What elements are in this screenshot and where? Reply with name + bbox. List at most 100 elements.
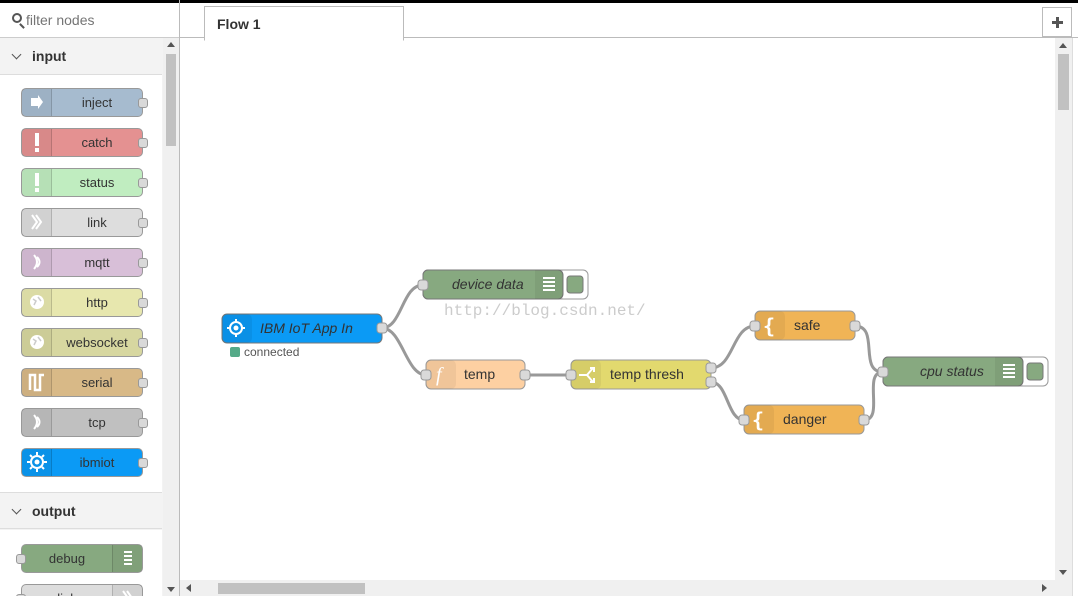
debug-toggle-button[interactable] bbox=[1026, 362, 1044, 381]
palette-node-label: catch bbox=[81, 135, 113, 150]
palette-node-websocket[interactable]: websocket bbox=[21, 328, 148, 357]
output-port[interactable] bbox=[138, 338, 148, 348]
palette-search bbox=[0, 0, 179, 38]
output-port[interactable] bbox=[138, 218, 148, 228]
wire-ibm-temp[interactable] bbox=[381, 326, 427, 377]
bridge-icon bbox=[22, 409, 52, 436]
chevron-down-icon bbox=[11, 504, 22, 515]
output-port[interactable] bbox=[849, 320, 861, 332]
input-port[interactable] bbox=[749, 320, 761, 332]
node-status: connected bbox=[244, 345, 299, 359]
canvas-horizontal-scrollbar[interactable] bbox=[180, 580, 1055, 596]
output-port[interactable] bbox=[376, 322, 388, 334]
scrollbar-thumb[interactable] bbox=[218, 583, 365, 594]
input-port[interactable] bbox=[420, 369, 432, 381]
scroll-up-arrow-icon[interactable] bbox=[167, 42, 175, 47]
palette-node-label: mqtt bbox=[84, 255, 110, 270]
globe-icon bbox=[22, 289, 52, 316]
wire-thresh-danger[interactable] bbox=[710, 380, 745, 422]
scroll-up-arrow-icon[interactable] bbox=[1059, 43, 1067, 48]
output-port[interactable] bbox=[519, 369, 531, 381]
canvas-vertical-scrollbar[interactable] bbox=[1055, 38, 1072, 580]
flow-node-ibm-iot-app-in[interactable]: IBM IoT App In connected bbox=[221, 313, 388, 359]
output-port[interactable] bbox=[858, 414, 870, 426]
palette-node-link-in[interactable]: link bbox=[21, 208, 148, 237]
palette-node-status[interactable]: status bbox=[21, 168, 148, 197]
category-header-input[interactable]: input bbox=[0, 38, 162, 75]
palette-node-ibmiot[interactable]: ibmiot bbox=[21, 448, 148, 477]
alert-icon bbox=[22, 129, 52, 156]
palette-node-label: ibmiot bbox=[79, 455, 115, 470]
scrollbar-thumb[interactable] bbox=[166, 54, 176, 146]
output-port[interactable] bbox=[138, 418, 148, 428]
flow-canvas[interactable]: http://blog.csdn.net/ IBM bbox=[180, 38, 1055, 580]
flow-node-temp[interactable]: f temp bbox=[420, 359, 531, 390]
wire-ibm-devdata[interactable] bbox=[381, 283, 424, 330]
output-port[interactable] bbox=[138, 258, 148, 268]
palette-node-serial[interactable]: serial bbox=[21, 368, 148, 397]
scrollbar-thumb[interactable] bbox=[1058, 54, 1069, 110]
flow-node-cpu-status[interactable]: cpu status bbox=[877, 356, 1049, 387]
link-icon bbox=[112, 585, 142, 596]
debug-toggle-button[interactable] bbox=[566, 275, 584, 294]
watermark: http://blog.csdn.net/ bbox=[444, 302, 646, 320]
function-icon bbox=[426, 360, 456, 389]
scroll-left-arrow-icon[interactable] bbox=[186, 584, 191, 592]
globe-icon bbox=[22, 329, 52, 356]
scroll-down-arrow-icon[interactable] bbox=[167, 587, 175, 592]
input-port[interactable] bbox=[738, 414, 750, 426]
palette-node-mqtt[interactable]: mqtt bbox=[21, 248, 148, 277]
output-port[interactable] bbox=[138, 98, 148, 108]
palette-node-label: inject bbox=[81, 95, 113, 110]
wire-danger-cpu[interactable] bbox=[863, 370, 884, 422]
node-label: danger bbox=[783, 411, 827, 427]
tab-label: Flow 1 bbox=[217, 16, 261, 32]
wire-thresh-safe[interactable] bbox=[710, 324, 756, 370]
node-label: temp bbox=[464, 366, 495, 382]
chip-icon bbox=[22, 449, 52, 476]
tab-flow-1[interactable]: Flow 1 bbox=[204, 6, 404, 41]
palette-node-tcp[interactable]: tcp bbox=[21, 408, 148, 437]
flow-node-safe[interactable]: { safe bbox=[749, 310, 861, 341]
input-port[interactable] bbox=[877, 366, 889, 378]
palette-node-catch[interactable]: catch bbox=[21, 128, 148, 157]
input-port[interactable] bbox=[16, 594, 26, 596]
scroll-right-arrow-icon[interactable] bbox=[1042, 584, 1047, 592]
status-indicator-icon bbox=[230, 347, 240, 357]
category-label: output bbox=[32, 503, 76, 519]
input-port[interactable] bbox=[417, 279, 429, 291]
output-port[interactable] bbox=[138, 298, 148, 308]
palette-node-label: debug bbox=[48, 551, 86, 566]
svg-text:{: { bbox=[763, 314, 775, 338]
palette-node-http[interactable]: http bbox=[21, 288, 148, 317]
flow-node-device-data[interactable]: device data bbox=[417, 269, 589, 300]
palette-scrollbar[interactable] bbox=[163, 38, 179, 596]
palette-node-inject[interactable]: inject bbox=[21, 88, 148, 117]
sidebar-edge bbox=[1072, 38, 1078, 596]
add-flow-button[interactable] bbox=[1042, 7, 1072, 37]
input-port[interactable] bbox=[565, 369, 577, 381]
flow-svg[interactable]: http://blog.csdn.net/ IBM bbox=[180, 38, 1055, 580]
palette-node-label: http bbox=[86, 295, 108, 310]
palette-node-debug[interactable]: debug bbox=[16, 544, 143, 573]
output-port[interactable] bbox=[138, 178, 148, 188]
output-port[interactable] bbox=[705, 362, 717, 374]
filter-nodes-input[interactable] bbox=[26, 9, 166, 31]
debug-icon bbox=[112, 545, 142, 572]
debug-icon bbox=[995, 357, 1023, 386]
palette-node-link-out[interactable]: link bbox=[16, 584, 143, 596]
output-port[interactable] bbox=[138, 138, 148, 148]
output-port[interactable] bbox=[705, 376, 717, 388]
flow-node-temp-thresh[interactable]: temp thresh bbox=[565, 359, 717, 390]
scroll-down-arrow-icon[interactable] bbox=[1059, 570, 1067, 575]
category-body-input: inject catch status bbox=[0, 75, 162, 492]
node-label: temp thresh bbox=[610, 366, 684, 382]
wire-safe-cpu[interactable] bbox=[854, 324, 884, 374]
flow-node-danger[interactable]: { danger bbox=[738, 404, 870, 435]
output-port[interactable] bbox=[138, 378, 148, 388]
category-header-output[interactable]: output bbox=[0, 492, 162, 529]
output-port[interactable] bbox=[138, 458, 148, 468]
palette-node-label: websocket bbox=[66, 335, 128, 350]
input-port[interactable] bbox=[16, 554, 26, 564]
serial-icon bbox=[22, 369, 52, 396]
